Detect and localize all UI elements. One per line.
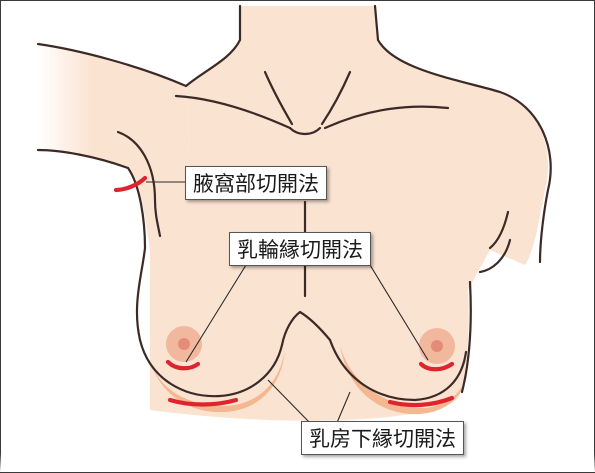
periareolar-incision-label: 乳輪縁切開法 [229, 232, 371, 266]
inframammary-incision-label: 乳房下縁切開法 [301, 421, 464, 455]
axillary-incision-label: 腋窩部切開法 [185, 166, 327, 200]
right-nipple [431, 340, 443, 352]
left-nipple [178, 338, 190, 350]
raised-arm [38, 44, 190, 168]
